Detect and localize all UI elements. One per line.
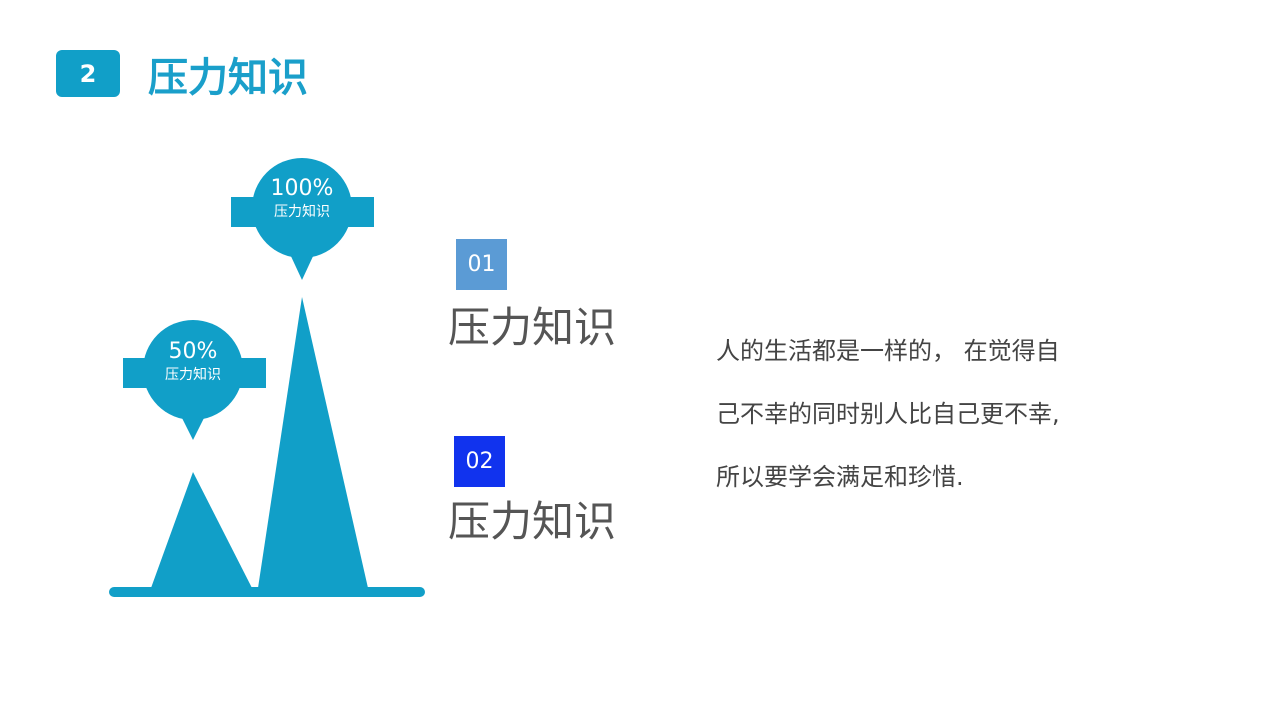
section-number-badge: 2 [56, 50, 120, 97]
peak-label-50: 压力知识 [165, 366, 221, 383]
peak-label-100: 压力知识 [274, 203, 330, 220]
balloon-50 [123, 320, 266, 440]
item-title-02: 压力知识 [448, 497, 617, 546]
paragraph-line: 人的生活都是一样的， 在觉得自 [716, 337, 1060, 365]
description-paragraph: 人的生活都是一样的， 在觉得自 己不幸的同时别人比自己更不幸, 所以要学会满足和… [716, 320, 1136, 509]
peak-tall [258, 297, 368, 588]
peak-percent-100: 100% [271, 176, 334, 201]
paragraph-line: 所以要学会满足和珍惜. [716, 463, 964, 491]
page-title: 压力知识 [148, 55, 308, 101]
peak-percent-50: 50% [169, 339, 218, 364]
balloon-100 [231, 158, 374, 280]
peak-small [151, 472, 252, 588]
item-number-01: 01 [456, 239, 507, 290]
item-number-02: 02 [454, 436, 505, 487]
item-title-01: 压力知识 [448, 303, 617, 352]
baseline-bar [109, 587, 425, 597]
paragraph-line: 己不幸的同时别人比自己更不幸, [716, 400, 1060, 428]
